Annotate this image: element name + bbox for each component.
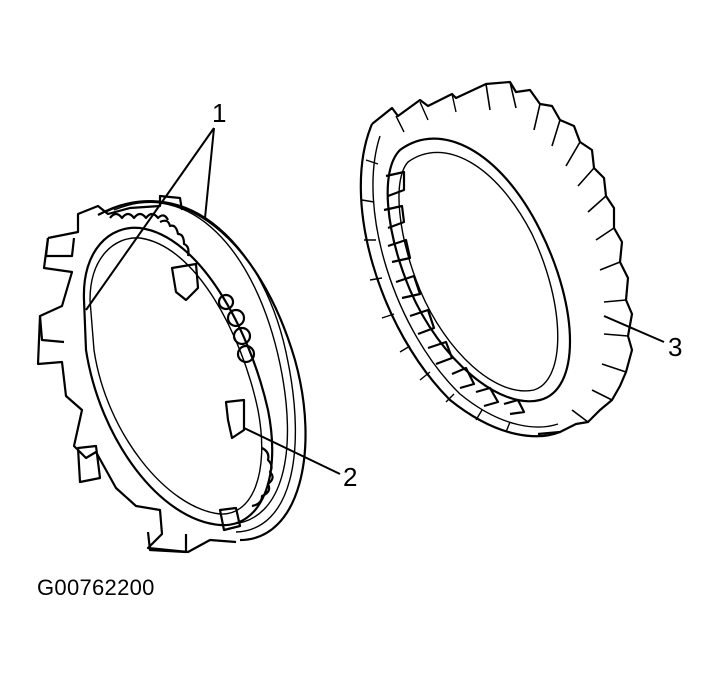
blocker-ring-detent-1 [226,308,246,328]
sleeve-inner-bore-2 [398,151,559,392]
callout-label-1: 1 [212,98,227,128]
blocker-ring-body-outline [36,194,237,554]
sleeve-tooth-lines [485,81,629,423]
blocker-ring-detent-4 [217,293,235,311]
blocker-ring-rim-line-2 [105,200,297,533]
blocker-ring-rim-line-3 [113,201,289,525]
blocker-ring-inner-bore-front [82,226,274,527]
blocker-ring-index-lug-a [170,262,200,302]
blocker-ring-lug-2 [38,315,65,344]
leader-line-3 [603,315,665,343]
synchronizer-sleeve [359,80,634,438]
blocker-ring-detent-2 [232,326,252,346]
blocker-ring-inner-bore-back [89,237,263,515]
blocker-ring-teeth-top [109,212,190,257]
leader-line-1b [204,127,215,219]
blocker-ring-outer-rim [97,200,307,542]
blocker-ring-lug-3 [76,444,102,484]
blocker-ring-detent-3 [236,344,256,364]
callout-label-2: 2 [343,462,358,492]
sleeve-inner-bore [386,137,571,403]
sleeve-front-face-inner [372,135,559,428]
blocker-ring [36,194,307,554]
sleeve-inner-splines [383,170,526,416]
blocker-ring-index-lug-c [218,506,242,532]
figure-code: G00762200 [37,575,155,600]
callout-label-3: 3 [668,332,683,362]
leader-line-2 [243,427,341,475]
blocker-ring-index-lug-b [224,398,246,440]
blocker-ring-lug-1 [44,237,76,258]
blocker-ring-lug-4 [146,531,188,554]
sleeve-front-teeth [361,93,511,433]
leader-line-1a [85,127,215,311]
blocker-ring-teeth-lower [251,447,274,508]
leader-lines [85,127,665,475]
sleeve-outer-crown [371,80,634,436]
